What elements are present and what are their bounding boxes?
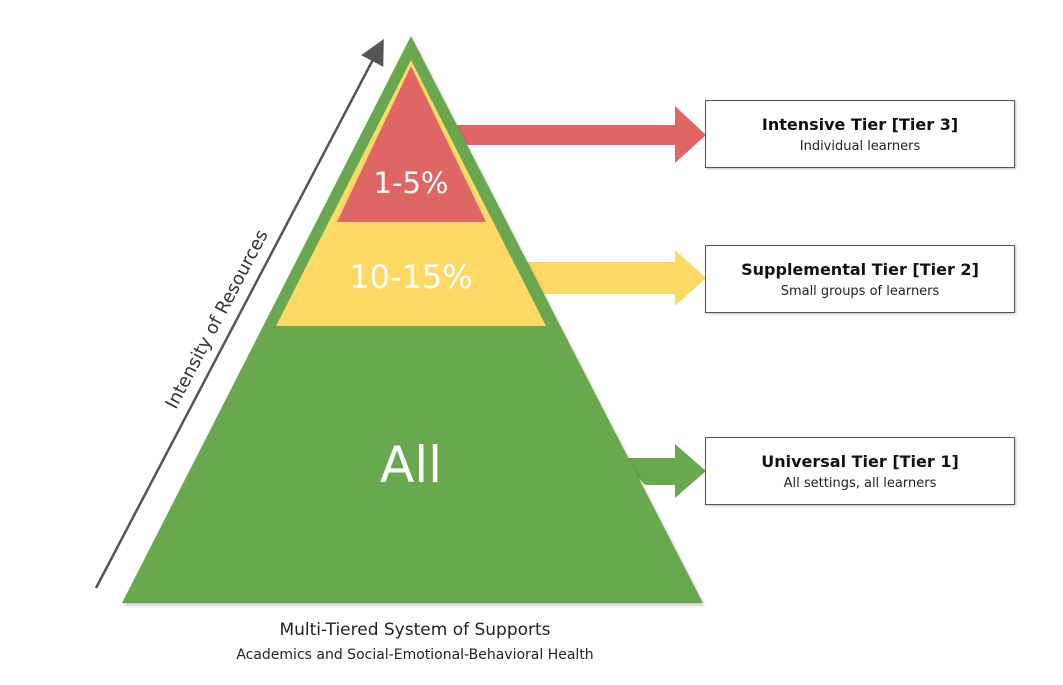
tier1-title: Universal Tier [Tier 1]: [761, 451, 959, 471]
tier3-title: Intensive Tier [Tier 3]: [761, 114, 959, 134]
tier1-description: All settings, all learners: [783, 475, 937, 491]
diagram-caption-subtitle: Academics and Social-Emotional-Behaviora…: [236, 647, 594, 663]
tier1-box: Universal Tier [Tier 1] All settings, al…: [705, 437, 1015, 505]
tier3-arrow: [435, 106, 706, 163]
tier2-arrow: [505, 250, 706, 306]
tier2-description: Small groups of learners: [780, 283, 940, 299]
tier3-layer: [337, 66, 486, 222]
tier3-box: Intensive Tier [Tier 3] Individual learn…: [705, 100, 1015, 168]
tier3-percent-label: 1-5%: [374, 166, 449, 200]
tier1-arrow: [620, 444, 706, 498]
intensity-arrow: [94, 38, 384, 589]
tier3-description: Individual learners: [799, 138, 921, 154]
tier1-percent-label: All: [380, 436, 442, 494]
diagram-caption-title: Multi-Tiered System of Supports: [279, 620, 551, 640]
tier2-percent-label: 10-15%: [349, 258, 472, 296]
tier2-box: Supplemental Tier [Tier 2] Small groups …: [705, 245, 1015, 313]
tier2-title: Supplemental Tier [Tier 2]: [741, 259, 979, 279]
